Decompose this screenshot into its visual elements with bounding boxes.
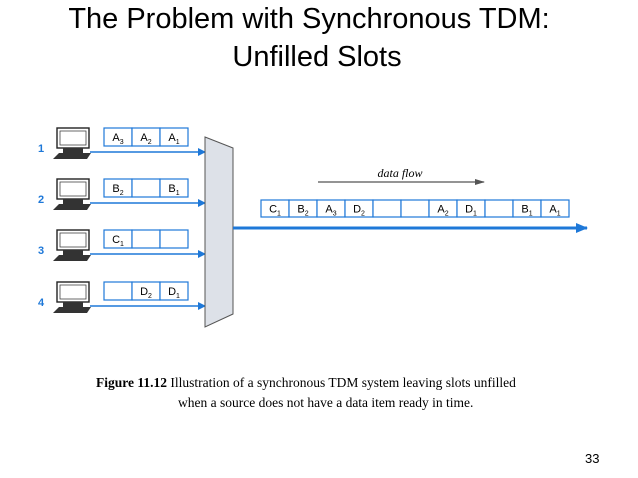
source-slot <box>159 281 189 301</box>
source-number-label: 4 <box>38 297 45 309</box>
source-3: 3 C1 <box>38 229 206 261</box>
output-slot-label: A1 <box>549 204 560 218</box>
slide-title-line-2: Unfilled Slots <box>232 41 402 73</box>
source-slot-label: A1 <box>168 132 179 146</box>
computer-icon <box>53 229 91 261</box>
source-slot-label: D1 <box>168 286 180 300</box>
page-number: 33 <box>585 451 600 466</box>
source-slot <box>159 178 189 198</box>
output-slot-label: A2 <box>437 204 448 218</box>
output-slot-label: B2 <box>297 204 308 218</box>
figure-caption-line-1: Figure 11.12 Illustration of a synchrono… <box>96 374 516 392</box>
source-number-label: 2 <box>38 194 44 206</box>
computer-icon <box>53 127 91 159</box>
output-slot-label: C1 <box>269 204 281 218</box>
source-slot-label: C1 <box>112 234 124 248</box>
figure-label: Figure 11.12 <box>96 375 168 390</box>
computer-icon <box>53 178 91 210</box>
output-slot-label: B1 <box>521 204 532 218</box>
caption-text-line-1: Illustration of a synchronous TDM system… <box>170 375 516 390</box>
multiplexer <box>204 136 234 328</box>
slide-title-line-1: The Problem with Synchronous TDM: <box>68 3 550 35</box>
source-1: 1 A3 A2 A1 <box>38 127 206 159</box>
output-slot <box>372 199 402 218</box>
output-slot-label: A3 <box>325 204 336 218</box>
source-number-label: 1 <box>38 143 44 155</box>
source-slot-label: A2 <box>140 132 151 146</box>
source-slot <box>159 127 189 147</box>
output-frame: C1 B2 A3 D2 A2 D1 B1 A1 <box>260 199 570 218</box>
source-4: 4 D2 D1 <box>38 281 206 313</box>
source-slot-label: B2 <box>112 183 123 197</box>
source-slot-label: B1 <box>168 183 179 197</box>
computer-icon <box>53 281 91 313</box>
data-flow-label: data flow <box>377 166 422 180</box>
output-slot <box>400 199 430 218</box>
output-slot <box>540 199 570 218</box>
source-slot-label: D2 <box>140 286 152 300</box>
source-slot <box>131 178 161 198</box>
source-number-label: 3 <box>38 245 44 257</box>
source-slot <box>103 281 133 301</box>
output-slot <box>484 199 514 218</box>
source-slot <box>159 229 189 249</box>
output-slot-label: D2 <box>353 204 365 218</box>
source-slot-label: A3 <box>112 132 123 146</box>
source-slot <box>131 229 161 249</box>
figure-caption-line-2: when a source does not have a data item … <box>178 395 474 410</box>
output-slot-label: D1 <box>465 204 477 218</box>
source-2: 2 B2 B1 <box>38 178 206 210</box>
